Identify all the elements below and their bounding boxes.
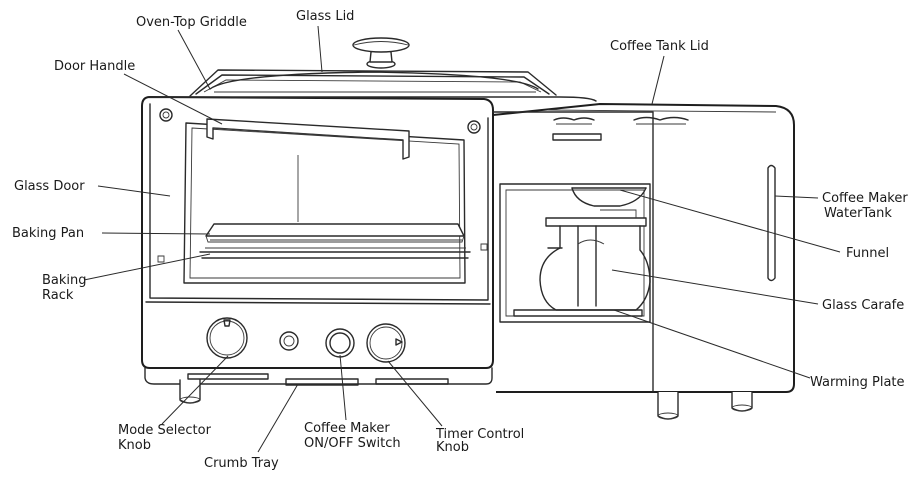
coffee-tank-lid [552, 116, 689, 141]
mode-selector-knob [206, 317, 248, 359]
label-mode-selector-2: Knob [118, 438, 151, 453]
oven-body [141, 96, 494, 369]
label-coffee-switch-1: Coffee Maker [304, 421, 390, 436]
oven-feet [179, 379, 201, 404]
baking-pan [205, 223, 465, 243]
funnel [571, 187, 647, 207]
label-door-handle: Door Handle [54, 59, 135, 74]
door-handle [206, 118, 410, 160]
door-screws [159, 108, 481, 134]
control-panel-top [145, 301, 491, 305]
labels: Oven-Top Griddle Glass Lid Coffee Tank L… [12, 9, 908, 471]
coffee-feet [657, 391, 753, 420]
baking-rack [199, 247, 471, 259]
label-timer-knob-2: Knob [436, 440, 469, 455]
leader-lines [83, 25, 841, 453]
label-crumb-tray: Crumb Tray [204, 456, 279, 471]
label-baking-rack-1: Baking [42, 273, 87, 288]
label-glass-carafe: Glass Carafe [822, 298, 904, 313]
crumb-tray [187, 373, 449, 386]
glass-carafe [539, 209, 651, 311]
label-baking-rack-2: Rack [42, 288, 74, 303]
label-mode-selector-1: Mode Selector [118, 423, 212, 438]
coffee-switch [325, 328, 355, 358]
lid-knob-top [352, 37, 410, 53]
door-frame [149, 103, 489, 301]
glass-door-window [183, 122, 466, 284]
label-glass-door: Glass Door [14, 179, 85, 194]
label-water-tank-2: WaterTank [824, 206, 892, 221]
label-water-tank-1: Coffee Maker [822, 191, 908, 206]
label-baking-pan: Baking Pan [12, 226, 84, 241]
water-tank-window [767, 164, 776, 282]
oven-top-edge [149, 96, 597, 102]
appliance-illustration [141, 37, 795, 420]
label-coffee-switch-2: ON/OFF Switch [304, 436, 401, 451]
coffee-housing [492, 103, 795, 393]
label-glass-lid: Glass Lid [296, 9, 354, 24]
timer-knob [366, 323, 406, 363]
label-warming-plate: Warming Plate [810, 375, 905, 390]
oven-skirt [144, 367, 493, 385]
label-oven-top-griddle: Oven-Top Griddle [136, 15, 247, 30]
warming-plate [513, 309, 643, 317]
label-timer-knob-1: Timer Control [435, 427, 524, 442]
label-funnel: Funnel [846, 246, 889, 261]
label-coffee-tank-lid: Coffee Tank Lid [610, 39, 709, 54]
glass-lid [209, 37, 539, 93]
indicator-light [279, 331, 299, 351]
